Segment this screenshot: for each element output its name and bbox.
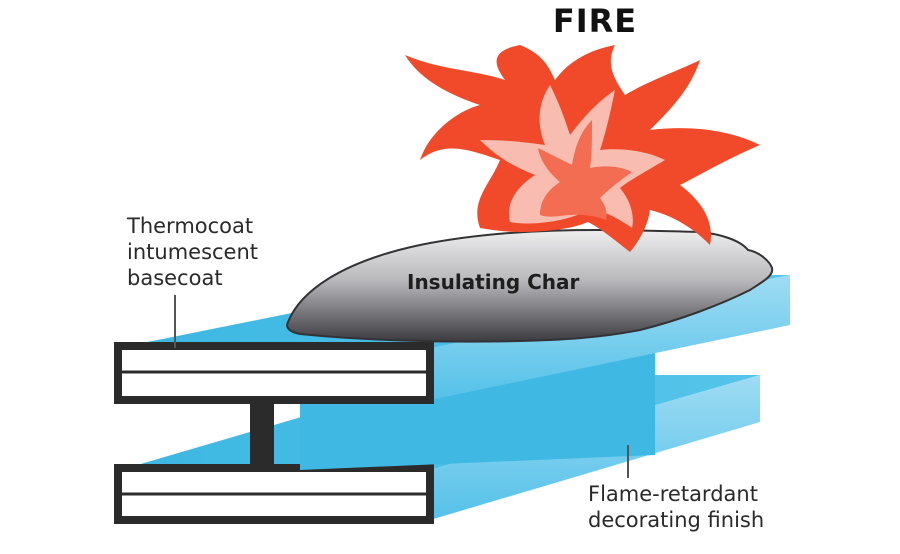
insulating-char-label: Insulating Char xyxy=(407,270,580,294)
basecoat-label-line3: basecoat xyxy=(127,266,223,290)
fire-flame-icon xyxy=(405,45,760,252)
finish-label-line1: Flame-retardant xyxy=(588,482,758,506)
basecoat-label-line2: intumescent xyxy=(127,240,259,264)
basecoat-label-line1: Thermocoat xyxy=(127,214,254,238)
finish-label: Flame-retardant decorating finish xyxy=(588,481,764,533)
insulating-char-shape xyxy=(286,228,774,343)
finish-label-line2: decorating finish xyxy=(588,508,765,532)
fire-title: FIRE xyxy=(552,2,638,40)
basecoat-label: Thermocoat intumescent basecoat xyxy=(127,213,258,291)
